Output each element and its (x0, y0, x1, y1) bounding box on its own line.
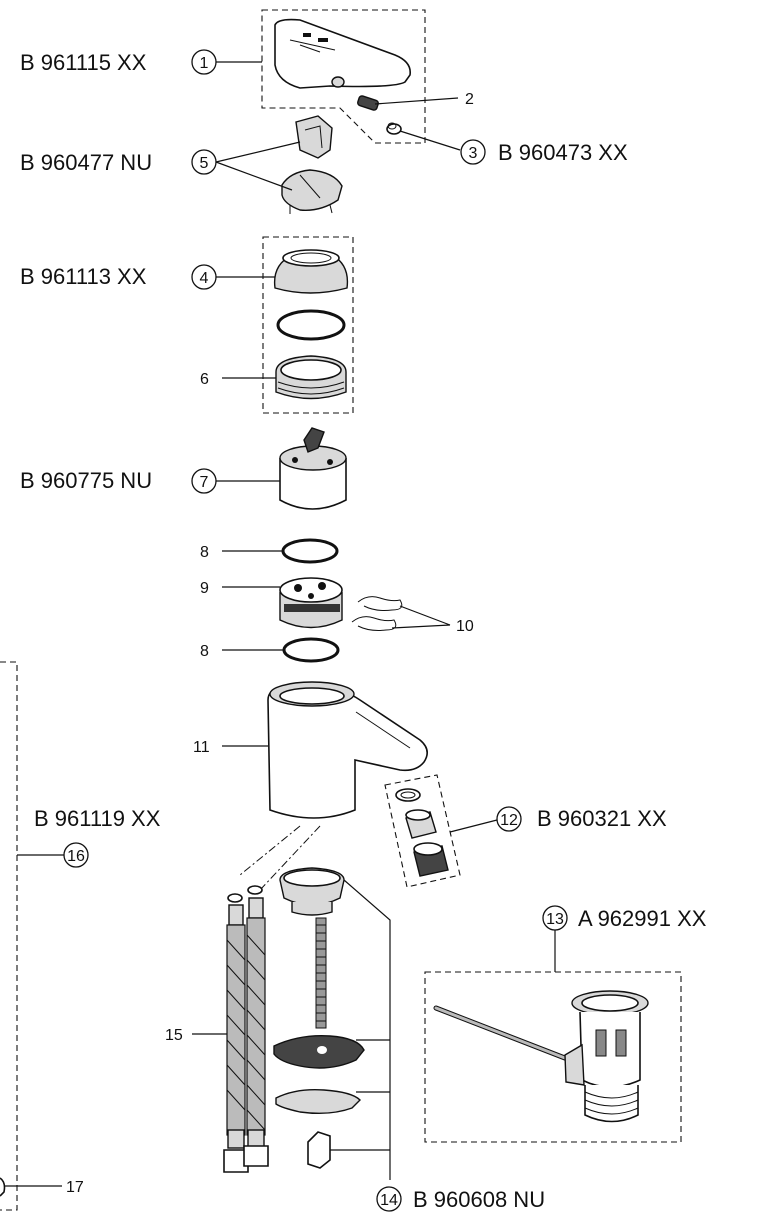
callout-4-number: 4 (200, 270, 209, 287)
seal-ring-upper-part (281, 538, 339, 564)
callout-5: B 960477 NU 5 (20, 141, 301, 191)
callout-1: B 961115 XX 1 (20, 49, 262, 75)
callout-13-number: 13 (546, 911, 564, 928)
callout-11: 11 (193, 739, 268, 756)
nut-part (275, 355, 347, 400)
callout-6: 6 (200, 371, 276, 388)
aerator-group (384, 774, 461, 888)
pop-up-waste-group (424, 971, 682, 1143)
callout-4-code: B 961113 XX (20, 264, 147, 289)
callout-17: 17 (0, 1177, 84, 1197)
callout-4: B 961113 XX 4 (20, 264, 275, 290)
lever-handle-part (274, 18, 412, 89)
callout-12-number: 12 (500, 812, 518, 829)
callout-5-code: B 960477 NU (20, 150, 152, 175)
callout-16-number: 16 (67, 848, 85, 865)
grub-screw-part (357, 95, 379, 111)
base-disc-part (279, 577, 343, 629)
callout-3-code: B 960473 XX (498, 140, 628, 165)
callout-13-code: A 962991 XX (578, 906, 707, 931)
supply-hoses-part (223, 885, 269, 1173)
faucet-body-part (267, 681, 428, 819)
lever-handle-group (261, 9, 426, 144)
callout-12-code: B 960321 XX (537, 806, 667, 831)
cover-group (262, 236, 354, 414)
callout-13: 13 A 962991 XX (542, 905, 707, 972)
fixing-set-parts (273, 867, 365, 1169)
callout-16: B 961119 XX 16 (0, 661, 161, 1211)
adaptor-parts (281, 115, 343, 214)
callout-15: 15 (165, 1027, 227, 1044)
callout-9: 9 (200, 580, 280, 597)
callout-8-upper-number: 8 (200, 544, 209, 561)
callout-1-number: 1 (200, 55, 209, 72)
callout-15-number: 15 (165, 1027, 183, 1044)
centerlines (239, 825, 321, 891)
callout-11-number: 11 (193, 739, 210, 756)
callout-14: 14 B 960608 NU (330, 879, 545, 1212)
callout-9-number: 9 (200, 580, 209, 597)
callout-8-upper: 8 (200, 544, 282, 561)
seal-ring-lower-part (282, 637, 340, 663)
waste-body-part (564, 990, 649, 1123)
callout-10: 10 (391, 605, 474, 635)
callout-17-number: 17 (66, 1179, 84, 1196)
callout-7: B 960775 NU 7 (20, 468, 280, 494)
callout-1-code: B 961115 XX (20, 50, 147, 75)
pop-up-rod-part (433, 1005, 573, 1063)
callout-8-lower: 8 (200, 643, 284, 660)
callout-14-code: B 960608 NU (413, 1187, 545, 1212)
cover-dome-part (273, 249, 349, 294)
callout-8-lower-number: 8 (200, 643, 209, 660)
callout-3-number: 3 (469, 145, 478, 162)
o-ring-part (276, 309, 346, 341)
callout-7-number: 7 (200, 474, 209, 491)
callout-5-number: 5 (200, 155, 209, 172)
cartridge-part (279, 427, 347, 510)
callout-12: 12 B 960321 XX (449, 806, 667, 833)
callout-10-number: 10 (456, 618, 474, 635)
callout-2: 2 (374, 91, 474, 108)
callout-14-number: 14 (380, 1192, 398, 1209)
callout-7-code: B 960775 NU (20, 468, 152, 493)
clip-pins-part (351, 596, 403, 631)
callout-16-code: B 961119 XX (34, 806, 161, 831)
callout-3: 3 B 960473 XX (399, 130, 628, 165)
cap-part (386, 122, 402, 135)
callout-2-number: 2 (465, 91, 474, 108)
callout-6-number: 6 (200, 371, 209, 388)
